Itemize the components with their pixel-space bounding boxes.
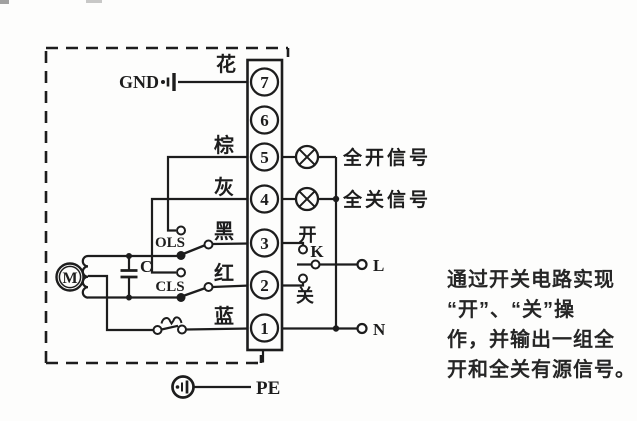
ols-label: OLS — [155, 235, 185, 251]
terminal-n-icon — [356, 322, 368, 335]
wire-label-blue: 蓝 — [214, 305, 234, 328]
winding-coil-icon — [81, 254, 89, 299]
ols-switch-icon — [176, 225, 214, 260]
description-line-1: 通过开关电路实现 — [447, 269, 615, 291]
description-line-4: 开和全关有源信号。 — [447, 359, 636, 381]
terminal-number-6: 6 — [260, 111, 269, 130]
pe-label: PE — [256, 378, 280, 399]
terminal-number-7: 7 — [260, 73, 269, 92]
description-line-2: “开”、“关”操 — [447, 299, 575, 321]
enclosure-dashed-border — [44, 46, 290, 365]
terminal-number-2: 2 — [260, 276, 269, 295]
full-open-signal-label: 全开信号 — [342, 146, 431, 169]
terminal-number-1: 1 — [260, 319, 269, 338]
thermal-protector-icon — [152, 316, 187, 335]
terminal-n-label: N — [373, 320, 386, 339]
lamp-full-close-icon — [294, 186, 320, 212]
terminal-number-4: 4 — [260, 190, 269, 209]
description-text: 通过开关电路实现 “开”、“关”操 作，并输出一组全 开和全关有源信号。 — [447, 265, 636, 385]
terminal-number-5: 5 — [260, 148, 269, 167]
switch-k-label: K — [310, 242, 324, 261]
capacitor-label: C — [140, 257, 152, 276]
capacitor-icon — [120, 256, 138, 298]
wire-label-black: 黑 — [214, 220, 234, 243]
terminal-number-3: 3 — [260, 234, 269, 253]
terminal-l-label: L — [373, 256, 384, 275]
wire-label-brown: 棕 — [214, 133, 234, 157]
scan-artifacts — [0, 0, 102, 4]
motor-icon — [55, 262, 85, 292]
lamp-full-open-icon — [294, 144, 320, 170]
terminal-l-icon — [356, 258, 368, 271]
cls-switch-icon — [176, 267, 214, 302]
switch-open-label: 开 — [299, 225, 317, 245]
wires — [88, 80, 358, 389]
wire-label-red: 红 — [214, 261, 234, 285]
pe-ground-icon — [171, 375, 195, 399]
wire-label-hua: 花 — [216, 53, 236, 76]
wire-label-gray: 灰 — [214, 175, 234, 199]
gnd-label: GND — [119, 72, 159, 92]
description-line-3: 作，并输出一组全 — [447, 329, 615, 351]
switch-close-label: 关 — [296, 285, 314, 306]
gnd-connector-icon — [161, 73, 176, 91]
cls-label: CLS — [155, 279, 184, 295]
full-close-signal-label: 全关信号 — [342, 188, 431, 211]
motor-label: M — [62, 270, 77, 287]
switch-k-icon — [298, 244, 321, 284]
terminal-strip: 7 6 5 4 3 2 1 — [246, 58, 284, 352]
